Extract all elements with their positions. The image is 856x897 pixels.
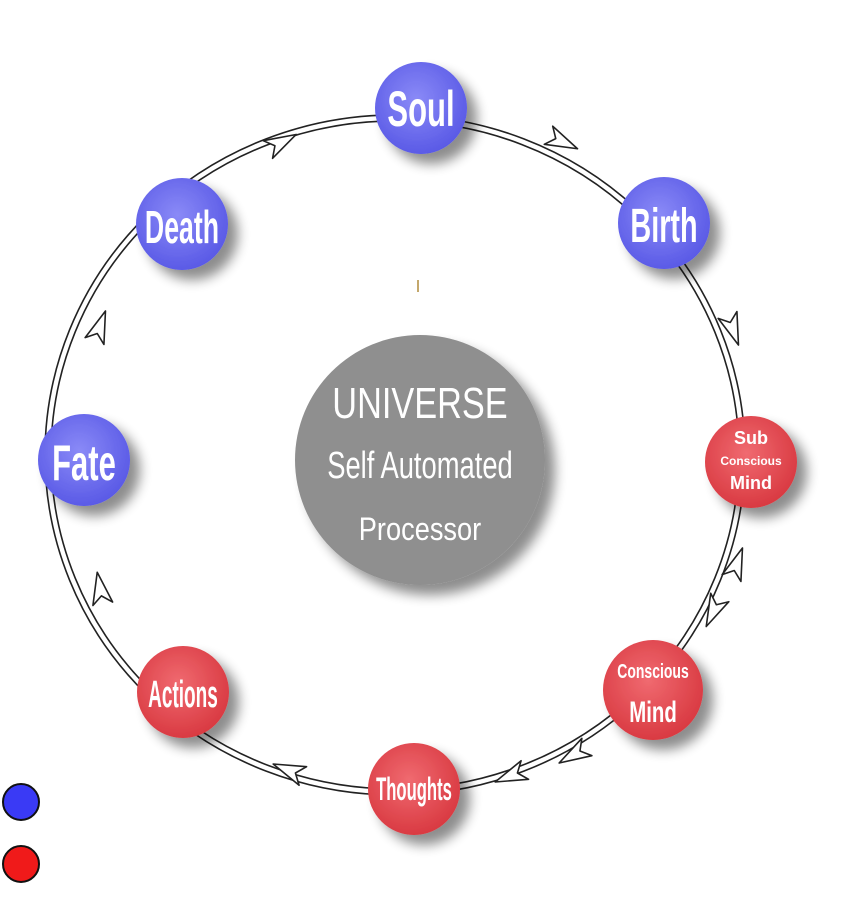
center-caption: Processor bbox=[359, 512, 482, 548]
node-soul-label: Soul bbox=[387, 80, 454, 136]
node-thoughts: Thoughts bbox=[368, 743, 460, 835]
node-birth: Birth bbox=[618, 177, 710, 269]
arrow-icon bbox=[84, 306, 116, 346]
node-conscious-mind: Conscious Mind bbox=[603, 640, 703, 740]
center-title: UNIVERSE bbox=[332, 379, 507, 428]
node-soul: Soul bbox=[375, 62, 467, 154]
legend bbox=[2, 783, 40, 883]
node-fate: Fate bbox=[38, 414, 130, 506]
arrow-icon bbox=[268, 753, 308, 787]
arrow-icon bbox=[543, 125, 583, 159]
center-node bbox=[295, 335, 545, 585]
node-conscious-label-1: Conscious bbox=[617, 659, 689, 682]
node-actions: Actions bbox=[137, 646, 229, 738]
node-sub-label-2: Conscious bbox=[720, 454, 782, 468]
node-death-label: Death bbox=[145, 201, 219, 252]
node-sub-label-3: Mind bbox=[730, 473, 772, 493]
node-conscious-label-2: Mind bbox=[629, 696, 677, 729]
arrow-icon bbox=[717, 310, 749, 350]
legend-blue-dot bbox=[2, 783, 40, 821]
node-actions-label: Actions bbox=[148, 674, 218, 716]
node-thoughts-label: Thoughts bbox=[376, 772, 452, 807]
arrow-icon bbox=[262, 124, 302, 160]
legend-red-dot bbox=[2, 845, 40, 883]
arrow-icon bbox=[86, 569, 114, 607]
node-death: Death bbox=[136, 178, 228, 270]
node-sub-conscious-mind: Sub Conscious Mind bbox=[705, 416, 797, 508]
node-fate-label: Fate bbox=[52, 434, 116, 490]
pointer-arrows bbox=[135, 259, 760, 831]
arrow-icon bbox=[696, 592, 730, 632]
node-birth-label: Birth bbox=[630, 200, 697, 253]
node-sub-label-1: Sub bbox=[734, 428, 768, 448]
center-subtitle: Self Automated bbox=[327, 445, 513, 487]
